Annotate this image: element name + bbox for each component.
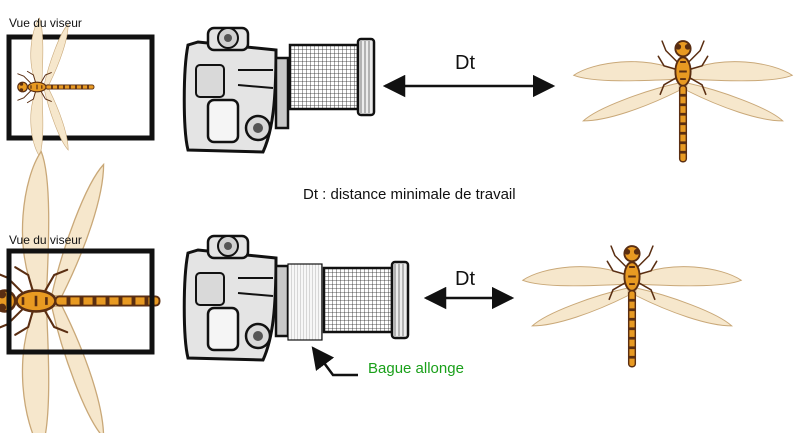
- lens-icon: [322, 260, 410, 340]
- camera-icon: [182, 234, 290, 362]
- dragonfly-icon: [521, 244, 743, 369]
- distance-label: Dt: [455, 268, 475, 290]
- extension-pointer-arrow: [311, 346, 358, 377]
- dragonfly-icon: [572, 39, 794, 164]
- lens-icon: [288, 37, 376, 117]
- viewfinder-frame-bottom: [0, 149, 162, 433]
- camera-icon: [182, 26, 290, 154]
- extension-tube-icon: [287, 263, 323, 341]
- distance-label: Dt: [455, 52, 475, 74]
- viewfinder-label: Vue du viseur: [9, 233, 82, 247]
- extension-tube-label: Bague allonge: [368, 360, 464, 377]
- viewfinder-label: Vue du viseur: [9, 16, 82, 30]
- distance-legend: Dt : distance minimale de travail: [303, 186, 516, 203]
- viewfinder-frame-top: [6, 17, 155, 157]
